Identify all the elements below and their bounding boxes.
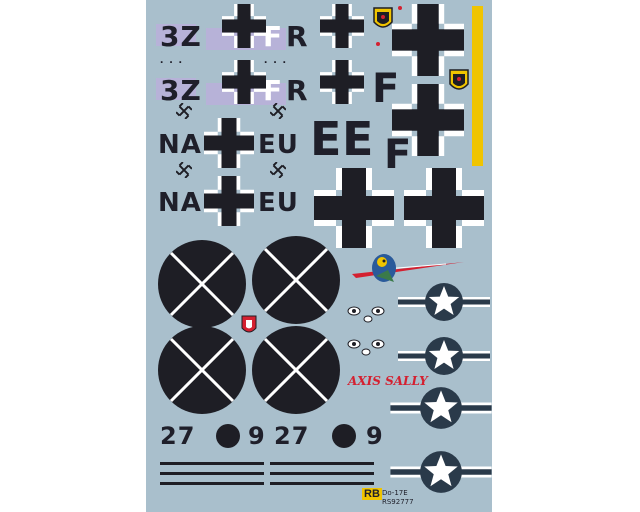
balkenkreuz-icon	[392, 84, 464, 156]
swastika-icon	[270, 103, 286, 119]
balkenkreuz-icon	[204, 118, 254, 168]
red-dot	[398, 6, 402, 10]
balkenkreuz-icon	[314, 168, 394, 248]
balkenkreuz-icon	[222, 60, 266, 104]
number-27: 27	[160, 422, 196, 450]
crest-icon	[373, 7, 393, 28]
code-3z: 3Z	[160, 74, 202, 107]
rb-logo: RB	[362, 488, 382, 500]
roundel-icon	[158, 326, 246, 414]
balkenkreuz-icon	[320, 60, 364, 104]
code-3z: 3Z	[160, 20, 202, 53]
letter-r: R	[286, 20, 309, 53]
red-dot	[376, 42, 380, 46]
roundel-icon	[158, 240, 246, 328]
stripe-bar	[160, 472, 264, 475]
graphics-layer	[158, 4, 492, 493]
code-eu: EU	[258, 188, 299, 218]
balkenkreuz-icon	[392, 4, 464, 76]
yellow-stripe	[472, 6, 483, 166]
stripe-bar	[160, 482, 264, 485]
roundel-icon	[252, 236, 340, 324]
black-disc	[216, 424, 240, 448]
stripe-bar	[160, 462, 264, 465]
us-star-icon	[390, 387, 492, 429]
big-e: E	[342, 112, 375, 166]
dots-row: ...	[264, 52, 293, 66]
swastika-icon	[176, 162, 192, 178]
swastika-icon	[176, 103, 192, 119]
big-e: E	[310, 112, 343, 166]
code-eu: EU	[258, 130, 299, 160]
balkenkreuz-icon	[320, 4, 364, 48]
letter-f-white: F	[263, 20, 284, 53]
us-star-icon	[398, 337, 490, 375]
balkenkreuz-icon	[222, 4, 266, 48]
stripe-bar	[270, 472, 374, 475]
crest-icon	[241, 315, 257, 333]
stripe-bar	[270, 482, 374, 485]
axis-sally-label: AXIS SALLY	[348, 374, 428, 388]
number-9: 9	[366, 422, 384, 450]
crest-icon	[449, 69, 469, 90]
lavender-band	[156, 24, 196, 46]
model-label: Do-17E	[382, 489, 408, 497]
stripe-bar	[270, 462, 374, 465]
balkenkreuz-icon	[404, 168, 484, 248]
dots-row: ...	[160, 52, 189, 66]
letter-r: R	[286, 74, 309, 107]
bird-nose-art-icon	[352, 254, 464, 282]
us-star-icon	[390, 451, 492, 493]
lavender-band	[156, 78, 196, 100]
number-9: 9	[248, 422, 266, 450]
roundel-icon	[252, 326, 340, 414]
eyes-icon	[347, 339, 385, 356]
swastika-icon	[270, 162, 286, 178]
code-na: NA	[158, 188, 202, 218]
code-label: RS92777	[382, 498, 414, 506]
balkenkreuz-icon	[204, 176, 254, 226]
big-f: F	[384, 132, 413, 178]
letter-f-white: F	[263, 74, 284, 107]
us-star-icon	[398, 283, 490, 321]
decal-sheet: 3Z F R ... ... 3Z F R NA EU NA EU E E F …	[146, 0, 492, 512]
eyes-icon	[347, 306, 385, 323]
black-disc	[332, 424, 356, 448]
number-27: 27	[274, 422, 310, 450]
code-na: NA	[158, 130, 202, 160]
